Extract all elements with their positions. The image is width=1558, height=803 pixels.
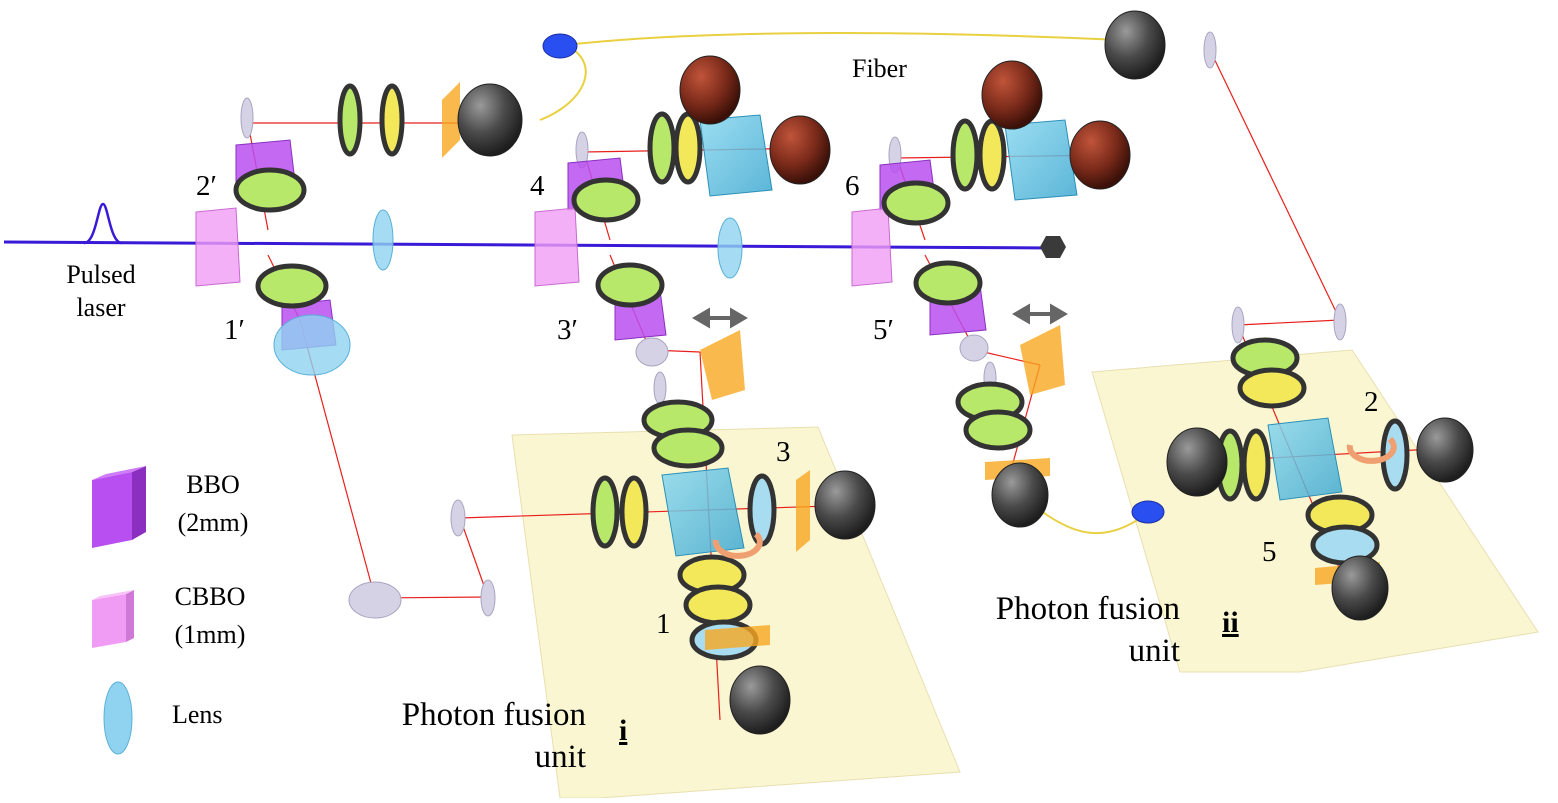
unit-i-label: Photon fusion unit	[401, 697, 586, 775]
pbs-cubes	[661, 114, 1343, 557]
bbo-crystal-icon	[92, 466, 146, 548]
source-label-4: 4	[530, 170, 545, 202]
pulsed-laser-label: Pulsed laser	[66, 260, 136, 322]
legend-item-lens: Lens	[172, 700, 223, 729]
output-label-1: 1	[656, 608, 671, 640]
pump-beam	[3, 240, 1051, 250]
fiber-label: Fiber	[852, 54, 907, 83]
source-label-3p: 3′	[557, 314, 578, 346]
pulse-shape	[83, 202, 123, 245]
beam-dump	[1040, 236, 1066, 258]
lens-icon	[103, 681, 133, 755]
output-label-2: 2	[1364, 386, 1379, 418]
legend-item-bbo: BBO (2mm)	[177, 470, 249, 537]
legend-item-cbbo: CBBO (1mm)	[174, 582, 246, 649]
filters	[233, 83, 1410, 661]
source-label-5p: 5′	[873, 314, 894, 346]
output-label-3: 3	[776, 436, 791, 468]
translation-arrows	[692, 303, 1068, 329]
unit-ii-label: Photon fusion unit	[995, 591, 1180, 669]
source-label-6: 6	[845, 170, 860, 202]
source-label-2p: 2′	[196, 170, 217, 202]
source-label-1p: 1′	[224, 314, 245, 346]
rotation-arrows	[712, 436, 1397, 559]
output-label-5: 5	[1262, 536, 1277, 568]
mirrors	[240, 31, 1347, 619]
unit-ii-tag: ii	[1222, 606, 1239, 639]
fiber-coupler	[542, 33, 578, 59]
fiber-coupler	[1131, 500, 1165, 524]
detectors	[457, 10, 1474, 735]
cbbo-crystal-icon	[92, 590, 134, 648]
lenses	[273, 209, 743, 376]
unit-i-tag: i	[619, 714, 628, 747]
cbbo-crystals	[195, 207, 893, 287]
